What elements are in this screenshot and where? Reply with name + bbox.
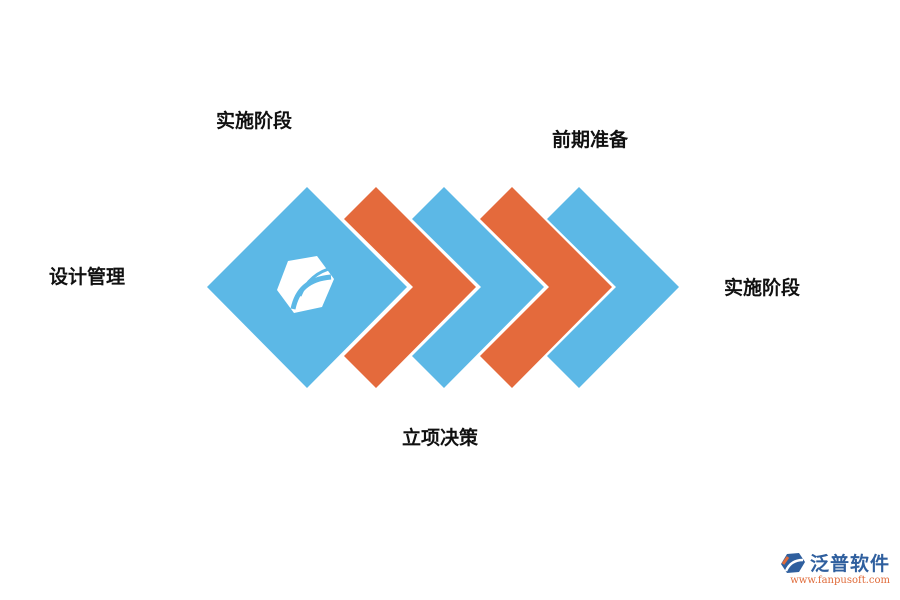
brand-name: 泛普软件	[809, 553, 890, 575]
chevron-2-blue	[412, 187, 544, 388]
fanpu-logo-icon	[277, 256, 334, 313]
brand-watermark: 泛普软件 www.fanpusoft.com	[780, 549, 890, 586]
chevron-1-orange	[344, 187, 476, 388]
brand-url: www.fanpusoft.com	[790, 575, 890, 586]
stage-label-right: 实施阶段	[724, 277, 801, 299]
fanpu-logo-icon	[780, 552, 805, 573]
chevron-4-blue	[547, 187, 679, 388]
stage-label-left: 设计管理	[49, 266, 126, 288]
stage-label-top-right: 前期准备	[552, 129, 629, 151]
stage-label-top-left: 实施阶段	[216, 110, 293, 132]
stage-label-bottom: 立项决策	[402, 427, 479, 449]
chevron-3-orange	[480, 187, 612, 388]
